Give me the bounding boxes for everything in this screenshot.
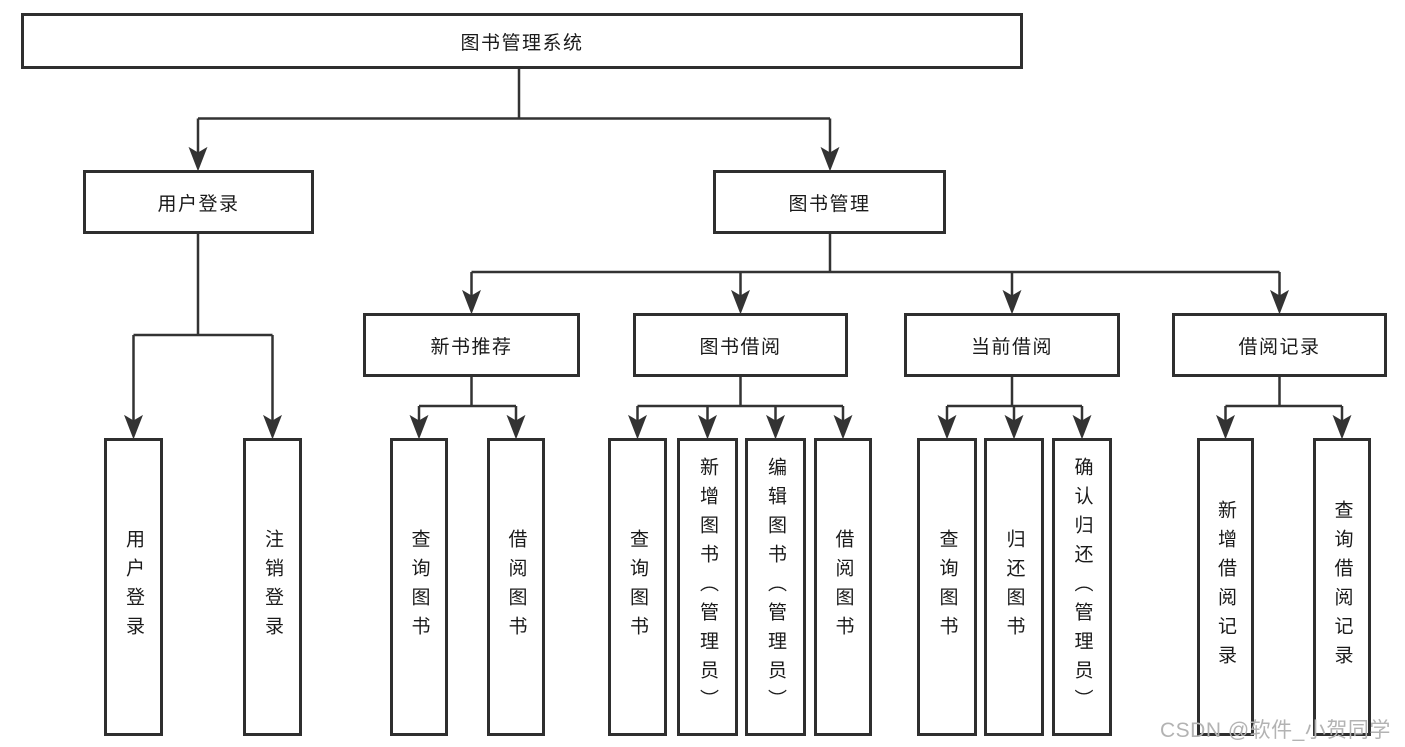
- node-label: 图书借阅: [699, 336, 782, 358]
- node-label: 新书推荐: [430, 336, 513, 358]
- node-new-book-recommend: 新书推荐: [363, 313, 580, 377]
- node-leaf-query-borrow-record: 查询借阅记录: [1313, 438, 1371, 736]
- node-leaf-query-book-3: 查询图书: [917, 438, 977, 736]
- arrowhead: [1004, 414, 1024, 440]
- arrowhead: [820, 146, 840, 172]
- node-book-management: 图书管理: [713, 170, 946, 234]
- node-label: 图书管理系统: [460, 32, 584, 54]
- node-user-login: 用户登录: [83, 170, 314, 234]
- arrowhead: [731, 289, 750, 315]
- watermark: CSDN @软件_小贺同学: [1160, 719, 1391, 742]
- node-label: 新增借阅记录: [1215, 500, 1236, 674]
- node-leaf-logout: 注销登录: [243, 438, 302, 736]
- arrowhead: [833, 414, 853, 440]
- node-label: 借阅记录: [1238, 336, 1321, 358]
- connector-current-borrow-to-leaves: [937, 377, 1092, 440]
- arrowhead: [124, 414, 143, 440]
- node-label: 查询图书: [408, 529, 430, 645]
- arrowhead: [1072, 414, 1092, 440]
- arrowhead: [1216, 414, 1235, 440]
- node-label: 查询图书: [936, 529, 958, 645]
- connector-root-to-level2: [188, 69, 840, 172]
- node-label: 新增图书（管理员）: [697, 456, 718, 718]
- connector-user-login-to-leaves: [124, 233, 282, 440]
- node-leaf-edit-book-admin: 编辑图书（管理员）: [745, 438, 806, 736]
- connector-new-book-to-leaves: [409, 377, 526, 440]
- node-label: 借阅图书: [505, 529, 527, 645]
- node-label: 查询图书: [627, 529, 648, 645]
- node-label: 图书管理: [788, 193, 871, 215]
- node-label: 用户登录: [123, 529, 144, 645]
- node-leaf-borrow-book-1: 借阅图书: [487, 438, 545, 736]
- arrowhead: [462, 289, 481, 315]
- arrowhead: [1002, 289, 1022, 315]
- node-leaf-query-book-1: 查询图书: [390, 438, 448, 736]
- node-leaf-user-login: 用户登录: [104, 438, 163, 736]
- node-current-borrow: 当前借阅: [904, 313, 1120, 377]
- node-leaf-borrow-book-2: 借阅图书: [814, 438, 872, 736]
- node-label: 归还图书: [1003, 529, 1025, 645]
- arrowhead: [409, 414, 429, 440]
- node-label: 借阅图书: [832, 529, 854, 645]
- node-label: 确认归还（管理员）: [1071, 456, 1093, 718]
- arrowhead: [937, 414, 957, 440]
- arrowhead: [1270, 289, 1289, 315]
- arrowhead: [698, 414, 717, 440]
- arrowhead: [263, 414, 282, 440]
- node-label: 注销登录: [262, 529, 283, 645]
- node-label: 当前借阅: [970, 336, 1053, 358]
- connector-book-borrow-to-leaves: [628, 377, 853, 440]
- connector-book-mgmt-to-level3: [462, 233, 1289, 315]
- node-leaf-return-book: 归还图书: [984, 438, 1044, 736]
- arrowhead: [506, 414, 526, 440]
- arrowhead: [1332, 414, 1352, 440]
- arrowhead: [766, 414, 785, 440]
- connector-borrow-records-to-leaves: [1216, 377, 1352, 440]
- node-leaf-add-book-admin: 新增图书（管理员）: [677, 438, 738, 736]
- node-label: 编辑图书（管理员）: [765, 456, 786, 718]
- arrowhead: [188, 146, 208, 172]
- node-leaf-add-borrow-record: 新增借阅记录: [1197, 438, 1254, 736]
- node-leaf-confirm-return-admin: 确认归还（管理员）: [1052, 438, 1112, 736]
- node-root-system: 图书管理系统: [21, 13, 1023, 69]
- node-borrow-records: 借阅记录: [1172, 313, 1387, 377]
- node-label: 查询借阅记录: [1331, 500, 1353, 674]
- arrowhead: [628, 414, 647, 440]
- node-book-borrow: 图书借阅: [633, 313, 848, 377]
- node-leaf-query-book-2: 查询图书: [608, 438, 667, 736]
- node-label: 用户登录: [157, 193, 240, 215]
